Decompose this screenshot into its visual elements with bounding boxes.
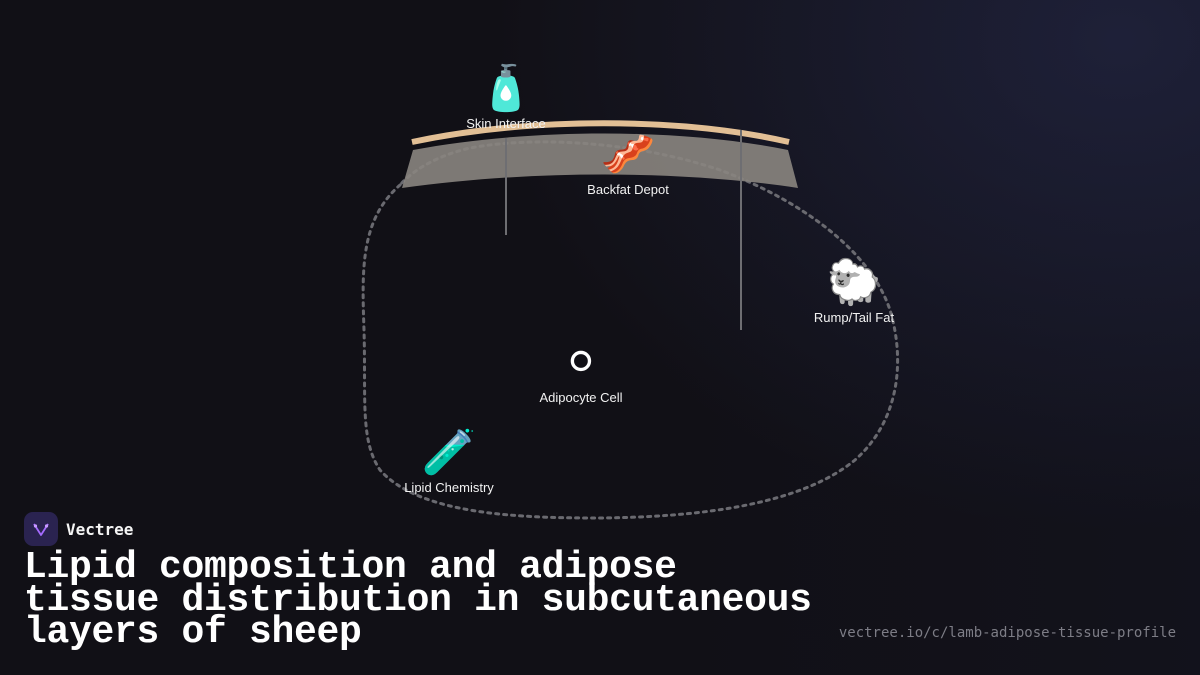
test-tube-icon: 🧪	[421, 427, 477, 478]
node-label: Skin Interface	[466, 116, 546, 131]
bacon-icon: 🥓	[600, 129, 656, 180]
node-label: Lipid Chemistry	[404, 480, 494, 495]
node-label: Backfat Depot	[587, 182, 669, 197]
white-circle-icon: ⚪	[562, 337, 600, 388]
lotion-bottle-icon: 🧴	[478, 63, 534, 114]
sheep-icon: 🐑	[826, 257, 882, 308]
node-rump-tail-fat: 🐑 Rump/Tail Fat	[813, 257, 895, 326]
node-label: Rump/Tail Fat	[813, 310, 895, 325]
brand[interactable]: Vectree	[24, 512, 133, 546]
node-lipid-chemistry: 🧪 Lipid Chemistry	[404, 427, 494, 496]
node-skin-interface: 🧴 Skin Interface	[466, 63, 546, 132]
skin-surface-band	[411, 120, 790, 145]
node-backfat-depot: 🥓 Backfat Depot	[587, 129, 669, 198]
page-title: Lipid composition and adipose tissue dis…	[24, 546, 812, 654]
tissue-boundary-outline	[361, 140, 900, 520]
vectree-logo-icon	[24, 512, 58, 546]
node-label: Adipocyte Cell	[539, 390, 623, 405]
brand-name: Vectree	[66, 519, 134, 539]
source-url[interactable]: vectree.io/c/lamb-adipose-tissue-profile	[838, 625, 1176, 641]
node-adipocyte-cell: ⚪ Adipocyte Cell	[539, 337, 623, 406]
fat-layer-band	[402, 133, 798, 188]
